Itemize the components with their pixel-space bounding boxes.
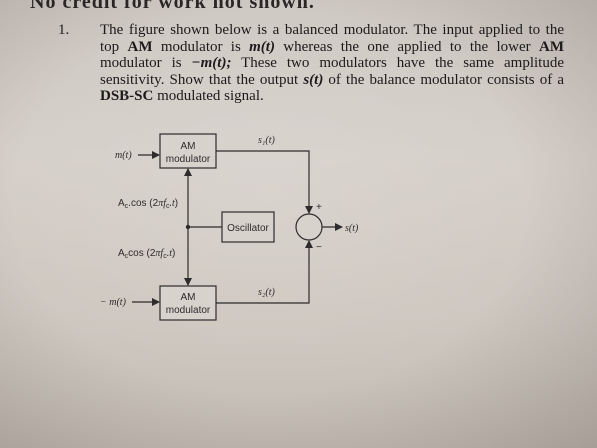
bold-term: AM	[539, 38, 564, 55]
question-number: 1.	[58, 22, 70, 38]
bold-term: −m(t);	[191, 55, 232, 72]
s1-label: s₁(t)	[258, 135, 275, 146]
bold-term: s(t)	[303, 71, 324, 88]
s2-path	[216, 240, 313, 304]
plus-sign: +	[316, 202, 322, 213]
top-block-label-2: modulator	[166, 154, 211, 165]
oscillator-label: Oscillator	[227, 223, 269, 234]
carrier-bottom-label: Accos (2πfc.t)	[118, 248, 175, 260]
s2-label: s₂(t)	[258, 287, 275, 298]
carrier-top-label: Ac.cos (2πfc.t)	[118, 198, 178, 210]
output-label: s(t)	[345, 223, 359, 234]
top-block-label-1: AM	[181, 141, 196, 152]
bottom-block-label-2: modulator	[166, 305, 211, 316]
top-input-label: m(t)	[115, 150, 132, 161]
junction-dot	[185, 224, 191, 230]
bottom-block-label-1: AM	[181, 292, 196, 303]
question-text: The figure shown below is a balanced mod…	[100, 22, 565, 105]
bold-term: AM	[127, 38, 153, 55]
cut-off-header: No credit for work not shown.	[30, 0, 315, 13]
bold-term: DSB-SC	[100, 88, 154, 105]
s1-path	[216, 150, 313, 214]
oscillator-block	[221, 211, 275, 243]
minus-sign: −	[316, 242, 322, 253]
bottom-input-label: − m(t)	[100, 297, 127, 308]
bold-term: m(t)	[249, 38, 275, 55]
summing-junction	[295, 213, 323, 241]
